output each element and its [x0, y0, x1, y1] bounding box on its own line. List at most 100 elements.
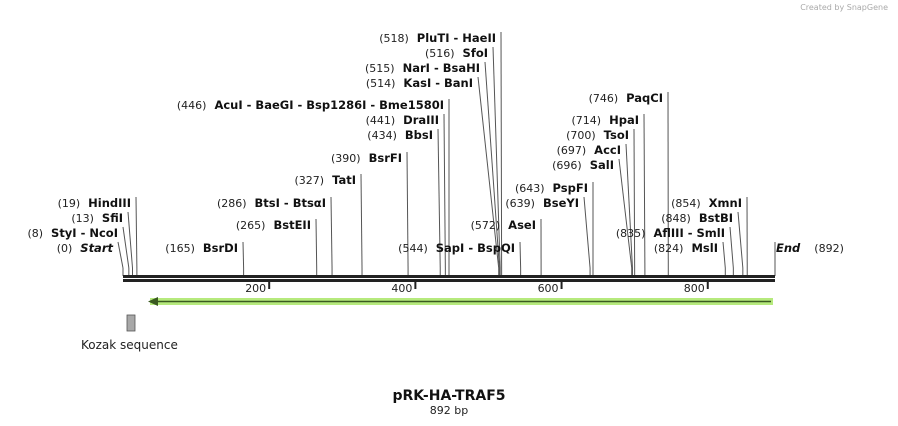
- site-marker-line: [443, 113, 446, 269]
- site-end[interactable]: End (892): [774, 241, 844, 276]
- ruler-tick: 600: [538, 282, 563, 295]
- site-position: (441): [366, 114, 396, 127]
- site-marker-line: [360, 173, 363, 269]
- site-label: (824)MslI: [654, 241, 718, 255]
- site-kasi-bani[interactable]: (514)KasI - BanI: [366, 76, 500, 276]
- site-label: (286) BtsI - BtsαI: [217, 196, 326, 210]
- site-bbsi[interactable]: (434)BbsI: [367, 128, 441, 276]
- site-msli[interactable]: (824)MslI: [654, 241, 726, 276]
- site-enzyme-names: AseI: [508, 218, 536, 232]
- ruler-tick-label: 600: [538, 282, 559, 295]
- site-label: (390)BsrFI: [331, 151, 402, 165]
- site-afliii-smli[interactable]: (835)AflIII - SmlI: [616, 226, 734, 276]
- site-sfii[interactable]: (13)SfiI: [71, 211, 134, 276]
- reverse-feature-arrow[interactable]: [148, 297, 773, 306]
- site-sfoi[interactable]: (516)SfoI: [425, 46, 501, 276]
- site-enzyme-names: PluTI - HaeII: [417, 31, 496, 45]
- ruler-tick-label: 400: [391, 282, 412, 295]
- site-draiii[interactable]: (441)DraIII: [366, 113, 446, 276]
- site-position: (848): [661, 212, 691, 225]
- site-paqci[interactable]: (746)PaqCI: [589, 91, 669, 276]
- site-marker-line: [437, 128, 441, 269]
- site-acui-baegi-bsp1286i-bme1580i[interactable]: (446)AcuI - BaeGI - Bsp1286I - Bme1580I: [177, 98, 450, 276]
- site-label: (572)AseI: [471, 218, 536, 232]
- site-label: (441)DraIII: [366, 113, 439, 127]
- site-enzyme-names: BseYI: [543, 196, 579, 210]
- site-position: (639): [505, 197, 535, 210]
- site-position: (13): [71, 212, 94, 225]
- site-label: (434)BbsI: [367, 128, 433, 142]
- site-asei[interactable]: (572)AseI: [471, 218, 542, 276]
- site-position: (697): [557, 144, 587, 157]
- site-enzyme-names: PaqCI: [626, 91, 663, 105]
- site-enzyme-names: End: [776, 241, 801, 255]
- site-enzyme-names: BtsI - BtsαI: [255, 196, 326, 210]
- site-enzyme-names: Start: [80, 241, 113, 255]
- site-enzyme-names: HpaI: [609, 113, 639, 127]
- site-position: (714): [572, 114, 602, 127]
- site-label: (516)SfoI: [425, 46, 488, 60]
- site-enzyme-names: SalI: [590, 158, 614, 172]
- site-bseyi[interactable]: (639) BseYI: [505, 196, 591, 276]
- site-label: (544)SapI - BspQI: [398, 241, 515, 255]
- site-label: (19)HindIII: [58, 196, 131, 210]
- site-bsrdi[interactable]: (165)BsrDI: [165, 241, 245, 276]
- site-label: (515)NarI - BsaHI: [365, 61, 480, 75]
- site-hindiii[interactable]: (19)HindIII: [58, 196, 138, 276]
- site-position: (265): [236, 219, 266, 232]
- site-position: (835): [616, 227, 646, 240]
- site-label: (697) AccI: [557, 143, 621, 157]
- kozak-feature[interactable]: [126, 314, 136, 332]
- site-bsteii[interactable]: (265)BstEII: [236, 218, 318, 276]
- kozak-label: Kozak sequence: [81, 338, 178, 352]
- site-position: (390): [331, 152, 361, 165]
- site-enzyme-names: NarI - BsaHI: [403, 61, 480, 75]
- site-marker-line: [477, 76, 500, 269]
- site-tsoi[interactable]: (700)TsoI: [566, 128, 636, 276]
- site-marker-line: [643, 113, 646, 269]
- site-marker-line: [315, 218, 318, 269]
- site-enzyme-names: StyI - NcoI: [51, 226, 118, 240]
- site-label: (446)AcuI - BaeGI - Bsp1286I - Bme1580I: [177, 98, 444, 112]
- site-enzyme-names: SapI - BspQI: [436, 241, 515, 255]
- site-label: (643)PspFI: [515, 181, 588, 195]
- site-hpai[interactable]: (714) HpaI: [572, 113, 646, 276]
- site-acci[interactable]: (697) AccI: [557, 143, 633, 276]
- site-xmni[interactable]: (854)XmnI: [671, 196, 748, 276]
- site-sali[interactable]: (696)SalI: [552, 158, 633, 276]
- ruler-tick-label: 200: [245, 282, 266, 295]
- site-marker-line: [242, 241, 245, 269]
- site-nari-bsahi[interactable]: (515)NarI - BsaHI: [365, 61, 500, 276]
- site-enzyme-names: AccI: [594, 143, 621, 157]
- site-marker-line: [519, 241, 522, 269]
- site-sapi-bspqi[interactable]: (544)SapI - BspQI: [398, 241, 522, 276]
- plasmid-length: 892 bp: [430, 404, 468, 417]
- site-position: (286): [217, 197, 247, 210]
- site-pluti-haeii[interactable]: (518)PluTI - HaeII: [379, 31, 503, 276]
- arrow-head-icon: [148, 297, 158, 306]
- site-label: (714) HpaI: [572, 113, 640, 127]
- site-label: (518)PluTI - HaeII: [379, 31, 496, 45]
- site-marker-line: [330, 196, 333, 269]
- site-label: (514)KasI - BanI: [366, 76, 473, 90]
- site-pspfi[interactable]: (643)PspFI: [515, 181, 594, 276]
- site-position: (892): [814, 242, 844, 255]
- site-marker-line: [492, 46, 501, 269]
- site-position: (854): [671, 197, 701, 210]
- site-marker-line: [127, 211, 134, 269]
- site-tati[interactable]: (327)TatI: [295, 173, 363, 276]
- site-bstbi[interactable]: (848)BstBI: [661, 211, 744, 276]
- site-marker-line: [117, 241, 124, 269]
- site-position: (824): [654, 242, 684, 255]
- site-label: (848)BstBI: [661, 211, 733, 225]
- site-label: (265)BstEII: [236, 218, 311, 232]
- site-start[interactable]: (0) Start: [57, 241, 124, 276]
- site-bsrfi[interactable]: (390)BsrFI: [331, 151, 409, 276]
- site-enzyme-names: HindIII: [88, 196, 131, 210]
- site-styi-ncoi[interactable]: (8)StyI - NcoI: [27, 226, 130, 276]
- site-btsi-btsαi[interactable]: (286) BtsI - BtsαI: [217, 196, 333, 276]
- site-marker-line: [729, 226, 734, 269]
- site-enzyme-names: BsrDI: [203, 241, 238, 255]
- site-position: (0): [57, 242, 73, 255]
